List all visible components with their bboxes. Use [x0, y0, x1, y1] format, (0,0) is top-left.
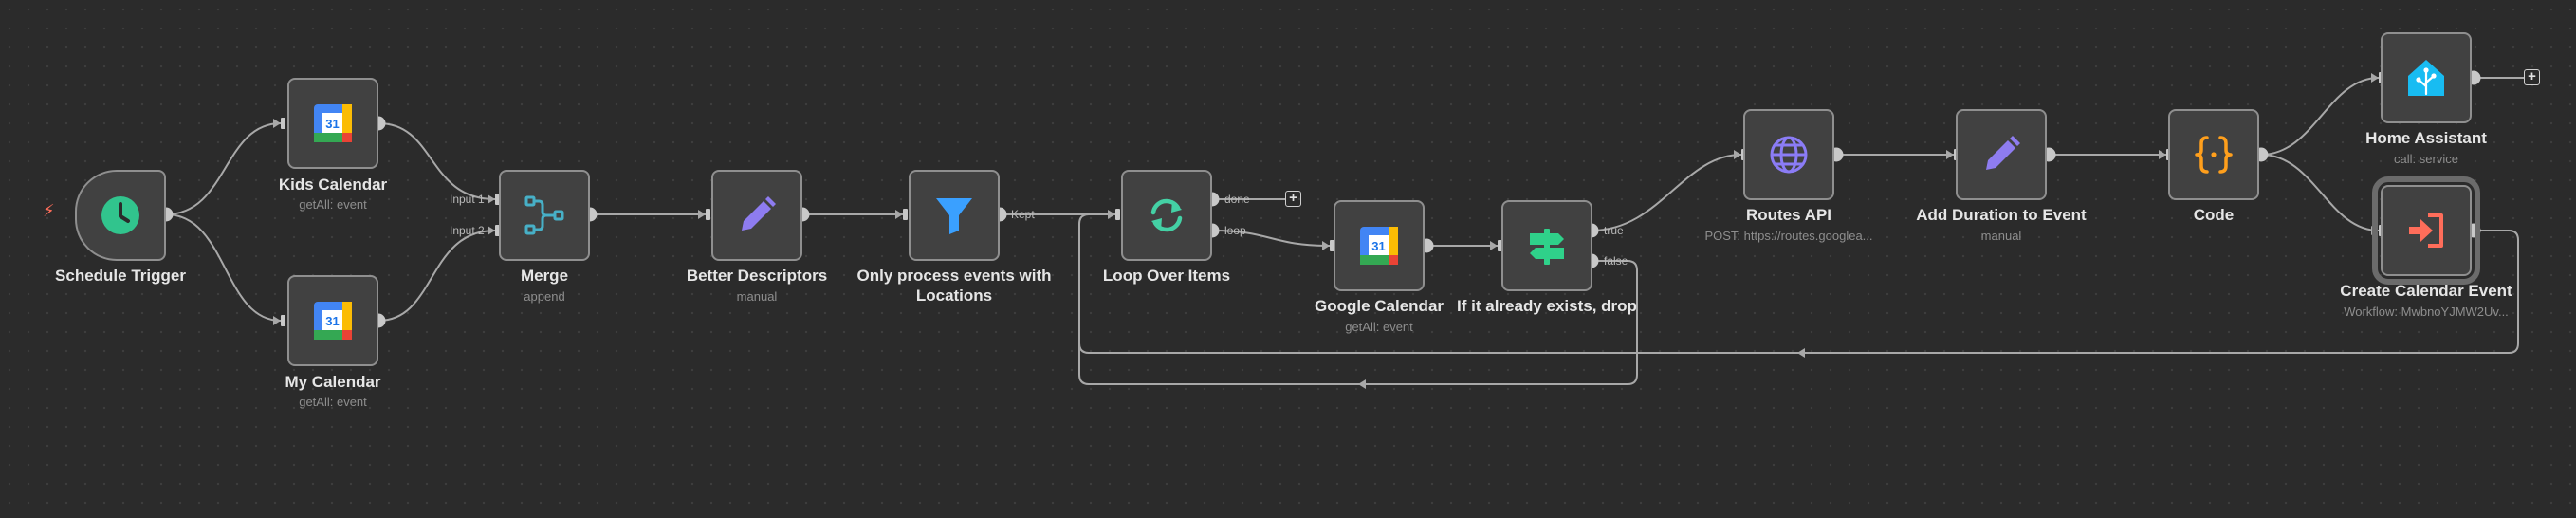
node-google-calendar[interactable]: 31	[1334, 200, 1425, 291]
filter-icon	[936, 198, 972, 234]
wire-kids-merge[interactable]	[377, 122, 496, 200]
svg-text:31: 31	[1371, 239, 1385, 253]
node-subtitle: manual	[1980, 229, 2022, 243]
node-title: Routes API	[1745, 206, 1832, 224]
wire-code-ha[interactable]	[2260, 77, 2380, 156]
code-braces-icon	[2195, 136, 2233, 174]
node-subtitle: manual	[736, 289, 778, 304]
node-title: Add Duration to Event	[1916, 206, 2087, 224]
wire-code-create[interactable]	[2260, 154, 2380, 231]
port-label-input-1: Input 1	[450, 193, 485, 206]
trigger-bolt-icon: ⚡	[43, 201, 55, 220]
port-label-true: true	[1604, 224, 1624, 237]
port-label-done: done	[1224, 193, 1250, 206]
google-calendar-icon: 31	[1360, 227, 1398, 265]
wire-loop-gcal[interactable]	[1211, 230, 1331, 247]
node-title: Schedule Trigger	[55, 267, 186, 285]
node-title: Create Calendar Event	[2340, 282, 2512, 300]
port-label-false: false	[1604, 254, 1628, 268]
wire-trigger-kids[interactable]	[165, 122, 282, 215]
google-calendar-icon: 31	[314, 104, 352, 142]
loop-icon	[1150, 198, 1183, 232]
node-routes-api[interactable]	[1743, 109, 1834, 200]
pencil-icon	[742, 196, 776, 231]
node-subtitle: call: service	[2394, 152, 2458, 166]
port-label-kept: Kept	[1011, 208, 1035, 221]
node-title: Kids Calendar	[278, 176, 388, 194]
node-kids-calendar[interactable]: 31	[287, 78, 378, 169]
node-subtitle: append	[524, 289, 565, 304]
node-home-assistant[interactable]	[2381, 32, 2472, 123]
node-subtitle: POST: https://routes.googlea...	[1704, 229, 1873, 243]
node-my-calendar[interactable]: 31	[287, 275, 378, 366]
node-title: Google Calendar	[1314, 297, 1444, 315]
add-node-after-home-assistant-button[interactable]: +	[2524, 69, 2540, 85]
merge-icon	[524, 195, 564, 235]
node-title: If it already exists, drop	[1457, 297, 1637, 315]
globe-icon	[1770, 136, 1808, 174]
pencil-icon	[1986, 136, 2020, 170]
node-create-calendar-event[interactable]	[2372, 176, 2480, 285]
signpost-icon	[1530, 229, 1564, 265]
node-filter[interactable]	[909, 170, 1000, 261]
node-title: Code	[2193, 206, 2235, 224]
wire-my-merge[interactable]	[377, 230, 496, 322]
node-loop-over-items[interactable]	[1121, 170, 1212, 261]
port-label-input-2: Input 2	[450, 224, 485, 237]
node-code[interactable]	[2168, 109, 2259, 200]
node-better-descriptors[interactable]	[711, 170, 802, 261]
node-title: Merge	[520, 267, 569, 285]
node-title: Loop Over Items	[1102, 267, 1231, 285]
clock-icon	[101, 196, 139, 234]
execute-workflow-icon	[2409, 213, 2443, 248]
node-title: Better Descriptors	[686, 267, 828, 285]
node-if-exists[interactable]	[1501, 200, 1592, 291]
node-title: Home Assistant	[2365, 129, 2487, 147]
wire-if-routes[interactable]	[1591, 154, 1742, 231]
node-title: Only process events with Locations	[856, 267, 1052, 305]
node-subtitle: getAll: event	[299, 395, 367, 409]
node-title: My Calendar	[285, 373, 381, 391]
node-add-duration[interactable]	[1956, 109, 2047, 200]
node-merge[interactable]	[499, 170, 590, 261]
google-calendar-icon: 31	[314, 302, 352, 340]
node-subtitle: getAll: event	[1345, 320, 1413, 334]
wire-false-loop-back[interactable]	[1078, 224, 1638, 385]
home-assistant-icon	[2408, 60, 2444, 96]
add-node-after-done-button[interactable]: +	[1285, 191, 1301, 207]
wire-trigger-my[interactable]	[165, 213, 282, 322]
node-subtitle: getAll: event	[299, 197, 367, 212]
node-subtitle: Workflow: MwbnoYJMW2Uv...	[2344, 305, 2509, 319]
svg-text:31: 31	[325, 117, 339, 131]
node-schedule-trigger[interactable]	[75, 170, 166, 261]
svg-text:31: 31	[325, 314, 339, 328]
port-label-loop: loop	[1224, 224, 1246, 237]
